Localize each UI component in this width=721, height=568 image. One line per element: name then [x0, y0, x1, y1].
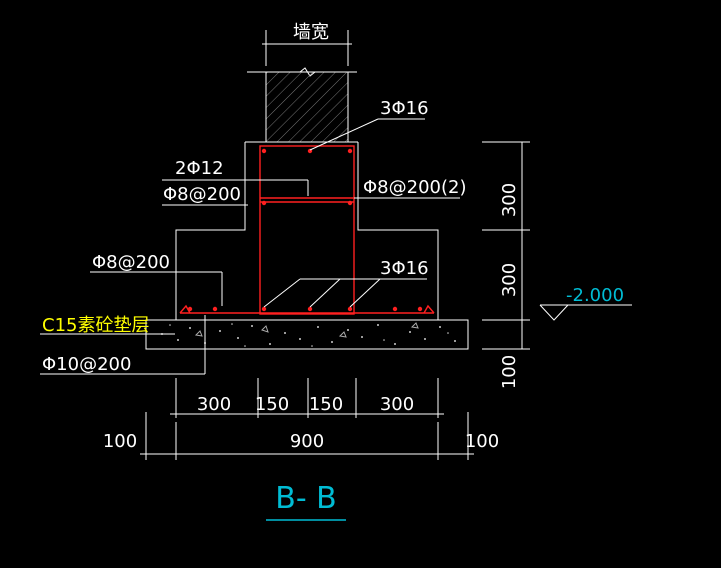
elevation-marker [539, 304, 632, 321]
dim-vertical-middle: 300 [499, 263, 520, 297]
side-stirrup-label: Φ8@200 [163, 184, 241, 205]
side-bars-label: 2Φ12 [175, 158, 224, 179]
rebar-dots [187, 148, 423, 312]
vertical-dimensions [482, 141, 530, 350]
dim-left-300: 300 [197, 394, 231, 415]
bottom-bars-label: 3Φ16 [380, 258, 429, 279]
dim-overall-left-100: 100 [103, 431, 137, 452]
rebar-cage [179, 145, 435, 315]
dim-overall-right-100: 100 [465, 431, 499, 452]
elevation-label: -2.000 [566, 285, 624, 306]
dim-vertical-upper: 300 [499, 183, 520, 217]
leader-lines [40, 118, 460, 375]
concrete-bedding [145, 319, 469, 350]
bedding-label: C15素砼垫层 [42, 315, 149, 336]
dim-vertical-lower: 100 [499, 355, 520, 389]
wall-width-dimension [262, 30, 352, 66]
dim-right-300: 300 [380, 394, 414, 415]
dim-left-150: 150 [255, 394, 289, 415]
top-bars-label: 3Φ16 [380, 98, 429, 119]
footing-bar-bottom-label: Φ10@200 [42, 354, 131, 375]
wall-width-label: 墙宽 [293, 22, 329, 43]
beam-stirrup-label: Φ8@200(2) [363, 177, 466, 198]
dim-right-150: 150 [309, 394, 343, 415]
section-title: B- B [275, 481, 337, 516]
footing-bar-top-label: Φ8@200 [92, 252, 170, 273]
wall-section [247, 67, 357, 143]
dim-overall-900: 900 [290, 431, 324, 452]
horizontal-dimensions [140, 378, 474, 460]
